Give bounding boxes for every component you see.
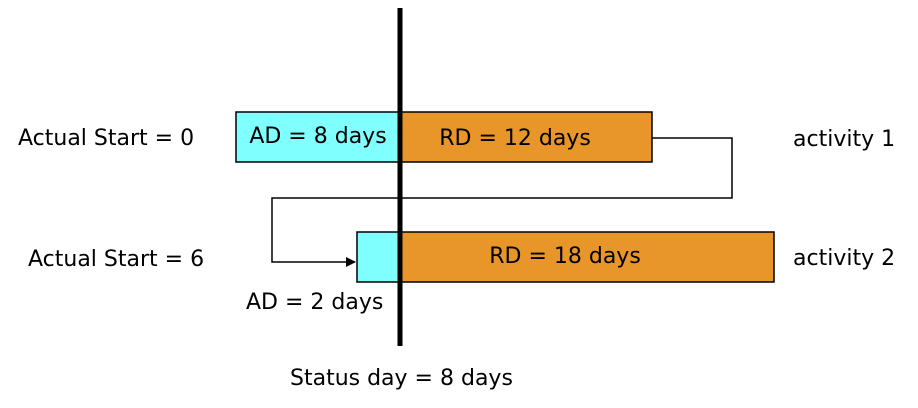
activity-2-rd-label: RD = 18 days [489, 244, 641, 269]
activity-1-rd-label: RD = 12 days [439, 126, 591, 151]
activity-2-ad-label: AD = 2 days [246, 290, 384, 315]
activity-2-actual-duration-bar [356, 231, 401, 283]
activity-2-actual-start-label: Actual Start = 6 [28, 247, 205, 272]
activity-2-name: activity 2 [793, 246, 896, 271]
activity-2-remaining-duration-bar [399, 231, 775, 283]
activity-1-remaining-duration-bar [399, 111, 653, 163]
dependency-connector-arrow [271, 137, 733, 267]
activity-1-actual-start-label: Actual Start = 0 [18, 126, 195, 151]
activity-1-name: activity 1 [793, 127, 896, 152]
status-day-label: Status day = 8 days [290, 366, 513, 391]
activity-1-ad-label: AD = 8 days [249, 124, 387, 149]
activity-1-actual-duration-bar [235, 111, 401, 163]
